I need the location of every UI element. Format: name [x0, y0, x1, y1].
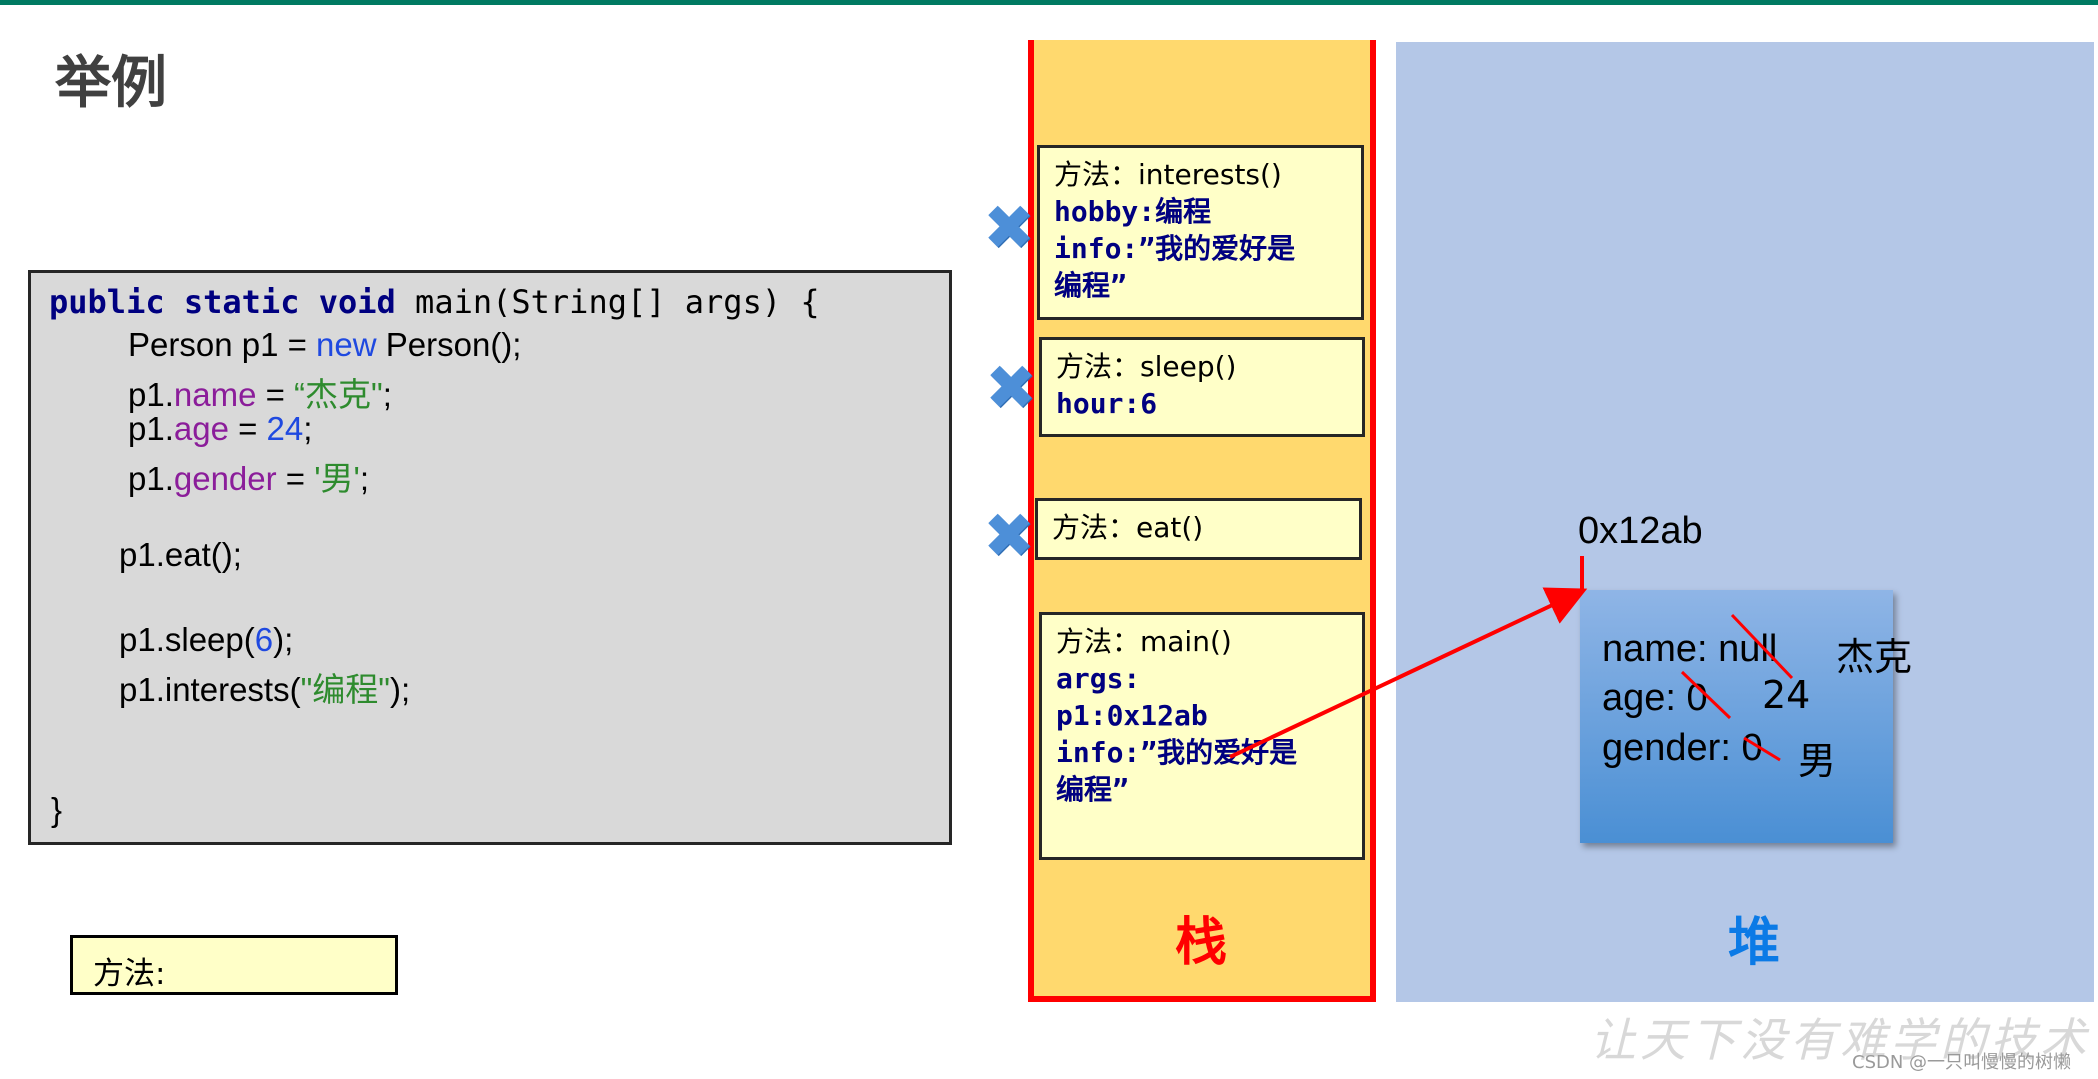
heap-label: 堆	[1728, 913, 1781, 973]
watermark: 让天下没有难学的技术	[1590, 1013, 2090, 1067]
frame-var: hobby:编程	[1054, 195, 1212, 228]
code-text: p1.sleep(	[119, 621, 255, 658]
frame-header: 方法：eat()	[1052, 511, 1204, 544]
code-line-eat: p1.eat();	[119, 536, 242, 573]
slide-title: 举例	[55, 51, 167, 116]
frame-var: args:	[1056, 662, 1141, 695]
code-string: “杰克"	[294, 376, 383, 413]
code-property: name	[173, 376, 257, 413]
code-line-gender: p1.gender = '男';	[128, 452, 369, 500]
code-text: p1.	[128, 376, 174, 413]
frame-var: 编程”	[1054, 269, 1127, 302]
top-accent-bar	[0, 0, 2098, 5]
code-keywords: public static void	[49, 283, 396, 321]
code-line-interests: p1.interests("编程");	[119, 663, 410, 711]
code-text: p1.	[128, 460, 174, 497]
field-name: name: null	[1602, 628, 1778, 670]
code-text: p1.	[128, 410, 174, 447]
code-line-close-brace: }	[51, 791, 63, 828]
code-number: 24	[266, 410, 304, 447]
code-text: Person();	[376, 326, 522, 363]
code-line-sleep: p1.sleep(6);	[119, 621, 293, 659]
code-text: );	[273, 621, 294, 658]
code-text: ;	[382, 376, 392, 413]
frame-header: 方法：main()	[1056, 625, 1232, 658]
field-age-new-value: 24	[1762, 673, 1811, 717]
stack-frame-interests: 方法：interests() hobby:编程 info:”我的爱好是 编程”	[1037, 145, 1364, 320]
frame-header: 方法：sleep()	[1056, 350, 1237, 383]
close-icon: ✖	[983, 191, 1035, 264]
method-label-box: 方法:	[70, 935, 398, 995]
field-name-new-value: 杰克	[1836, 635, 1913, 679]
code-property: gender	[173, 460, 277, 497]
code-text: ;	[303, 410, 313, 447]
heap-region	[1396, 42, 2094, 1002]
frame-header: 方法：interests()	[1054, 158, 1282, 191]
code-string: "编程"	[300, 671, 391, 708]
field-gender: gender: 0	[1602, 727, 1763, 769]
close-icon: ✖	[985, 351, 1037, 424]
code-text: );	[390, 671, 411, 708]
field-gender-new-value: 男	[1798, 739, 1837, 783]
code-text: p1.interests(	[119, 671, 301, 708]
code-signature-rest: main(String[] args) {	[395, 283, 820, 321]
stack-frame-main: 方法：main() args: p1:0x12ab info:”我的爱好是 编程…	[1039, 612, 1365, 860]
credit-text: CSDN @一只叫慢慢的树懒	[1852, 1052, 2072, 1073]
code-keyword-new: new	[316, 326, 377, 363]
code-property: age	[173, 410, 229, 447]
frame-var: p1:0x12ab	[1056, 699, 1208, 732]
frame-var: hour:6	[1056, 387, 1158, 420]
code-text: ;	[359, 460, 370, 497]
code-text: =	[256, 376, 295, 413]
code-line-name: p1.name = “杰克";	[128, 368, 392, 416]
frame-var: info:”我的爱好是	[1056, 736, 1298, 769]
code-number: 6	[254, 621, 274, 658]
code-line-main-signature: public static void main(String[] args) {	[49, 283, 820, 321]
object-address: 0x12ab	[1578, 510, 1703, 552]
close-icon: ✖	[983, 499, 1035, 572]
code-text: =	[276, 460, 315, 497]
code-text: =	[228, 410, 267, 447]
code-string: '男'	[314, 460, 360, 497]
stack-frame-eat: 方法：eat()	[1035, 498, 1362, 560]
frame-var: info:”我的爱好是	[1054, 232, 1296, 265]
code-panel: public static void main(String[] args) {…	[28, 270, 952, 845]
frame-var: 编程”	[1056, 773, 1129, 806]
field-age: age: 0	[1602, 677, 1708, 719]
code-text: Person p1 =	[128, 326, 317, 363]
code-line-age: p1.age = 24;	[128, 410, 312, 448]
code-line-new-person: Person p1 = new Person();	[128, 326, 521, 364]
stack-label: 栈	[1175, 913, 1228, 973]
stack-frame-sleep: 方法：sleep() hour:6	[1039, 337, 1365, 437]
